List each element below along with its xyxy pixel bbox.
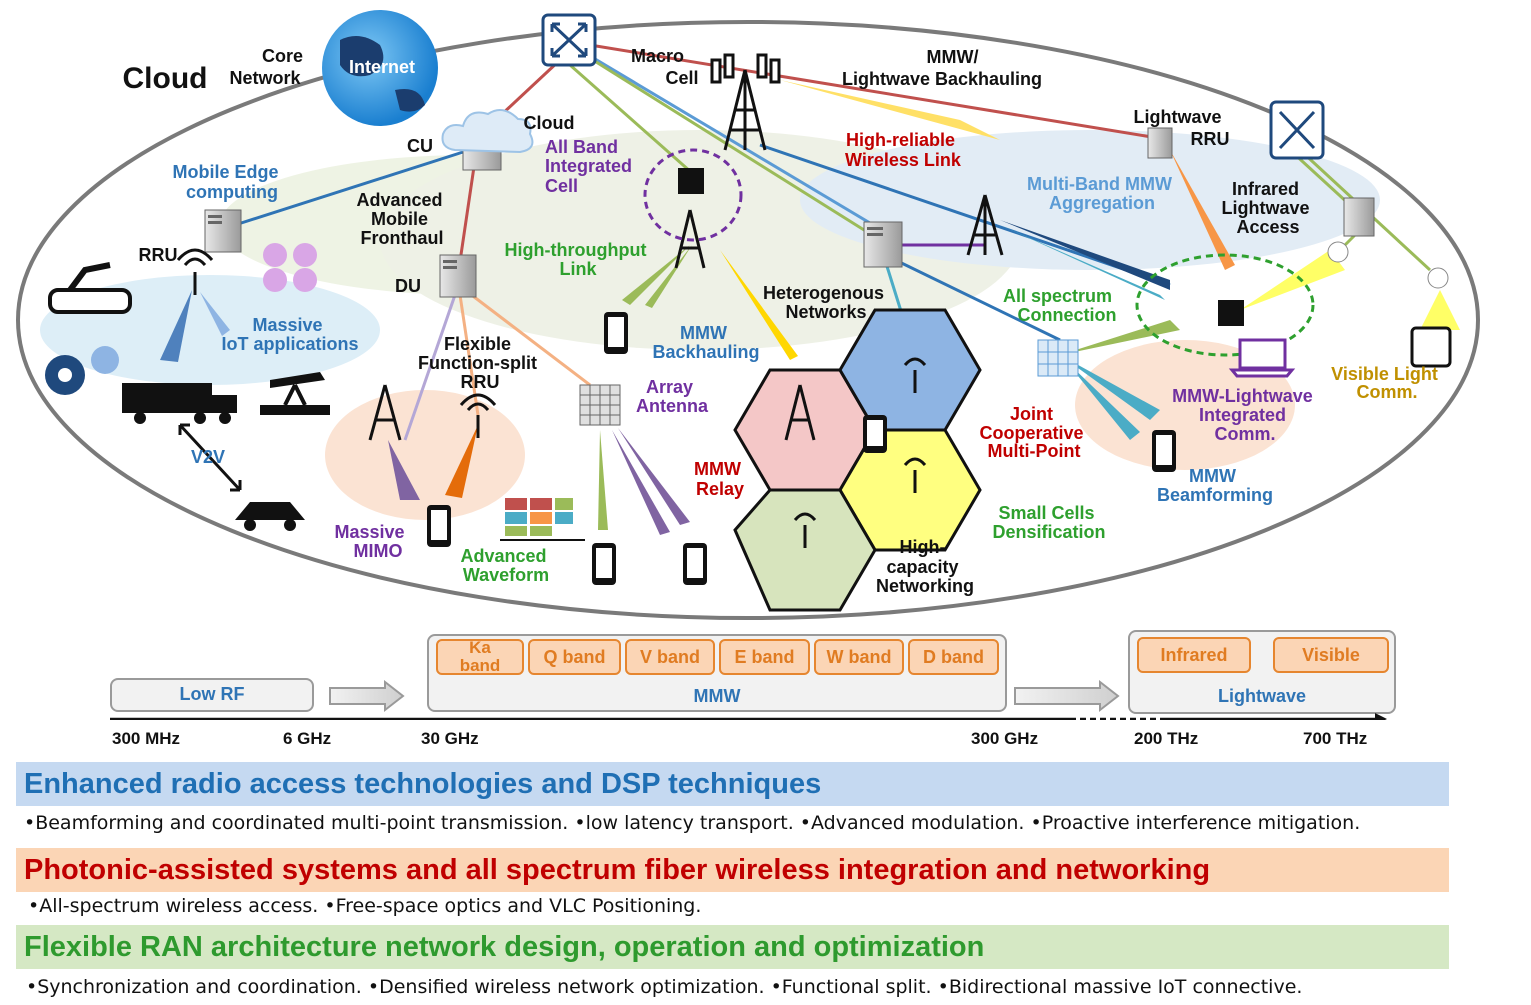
core-network-label: Core Network (229, 46, 308, 88)
robot-arm-icon (48, 262, 132, 314)
array-antenna-label: Array Antenna (636, 377, 709, 416)
freq-label: 300 MHz (112, 729, 181, 748)
lightwave-group-label: Lightwave (1217, 686, 1306, 706)
band-v: V band (625, 639, 715, 675)
arrow-mmw-to-light (1014, 680, 1120, 713)
v2v-arrow-icon (178, 423, 242, 492)
small-cloud-icon (441, 109, 534, 154)
internet-globe-icon (322, 10, 438, 126)
band-q: Q band (528, 639, 621, 675)
massive-iot-label: Massive IoT applications (221, 315, 358, 354)
iot-icons (263, 243, 317, 292)
array-antenna-icon (579, 384, 621, 426)
freq-label: 30 GHz (421, 729, 479, 748)
beams (160, 80, 1460, 535)
mmw-backhauling-label: MMW Backhauling (652, 323, 759, 362)
server-icon (204, 209, 242, 253)
region-mmw (800, 130, 1380, 270)
tower-icon (674, 209, 706, 269)
spectrum-axis (110, 680, 1387, 720)
du-label: DU (395, 276, 421, 296)
tower-icon (710, 53, 781, 151)
multi-band-mmw-label: Multi-Band MMW Aggregation (1027, 174, 1177, 213)
oil-pump-icon (260, 372, 330, 415)
server-icon (863, 221, 903, 268)
cu-label: CU (407, 136, 433, 156)
tower-icon (368, 384, 402, 441)
server-icon (439, 254, 477, 298)
tower-icon (966, 194, 1004, 256)
tower-icon (784, 384, 816, 441)
flexible-split-label: Flexible Function-split RRU (418, 334, 542, 392)
mmw-relay-label: MMW Relay (694, 459, 746, 499)
waveform-icon (500, 498, 585, 541)
section-title-photonic: Photonic-assisted systems and all spectr… (16, 848, 1449, 892)
band-d: D band (908, 639, 999, 675)
internet-label: Internet (349, 57, 415, 77)
lightwave-rru-label: Lightwave RRU (1133, 107, 1229, 149)
band-w: W band (814, 639, 904, 675)
chip-icon (1135, 253, 1315, 357)
freq-label: 6 GHz (283, 729, 332, 748)
section-title-ran: Enhanced radio access technologies and D… (16, 762, 1449, 806)
region-frru (325, 390, 525, 520)
truck-icon (122, 383, 237, 424)
hex-cells (733, 308, 982, 612)
lamp-icon (1327, 241, 1449, 289)
cloud-title: Cloud (123, 62, 208, 95)
section-bullets-photonic: •All-spectrum wireless access. •Free-spa… (28, 895, 702, 917)
hex-green (733, 488, 877, 612)
high-capacity-label: High- capacity Networking (876, 537, 974, 596)
macro-cell-label: Macro Cell (631, 46, 699, 88)
low-rf-label: Low RF (179, 684, 245, 704)
mobile-edge-label: Mobile Edge computing (172, 162, 283, 202)
section-bullets-flexible: •Synchronization and coordination. •Dens… (26, 976, 1303, 998)
freq-label: 200 THz (1134, 729, 1199, 748)
mmw-group-label: MMW (693, 686, 741, 706)
mmw-beamforming-label: MMW Beamforming (1157, 466, 1273, 505)
high-throughput-label: High-throughput Link (505, 240, 652, 279)
all-band-cell-label: All Band Integrated Cell (545, 137, 637, 196)
band-visible: Visible (1273, 637, 1389, 673)
freq-label: 700 THz (1303, 729, 1368, 748)
freq-label: 300 GHz (971, 729, 1039, 748)
high-reliable-label: High-reliable Wireless Link (845, 130, 962, 170)
section-bullets-ran: •Beamforming and coordinated multi-point… (24, 812, 1361, 834)
band-ka: Ka band (436, 639, 524, 675)
rru-label: RRU (139, 245, 178, 265)
advanced-waveform-label: Advanced Waveform (460, 546, 551, 585)
section-title-flexible: Flexible RAN architecture network design… (16, 925, 1449, 969)
infrared-access-label: Infrared Lightwave Access (1221, 179, 1314, 237)
tablet-icon (1410, 326, 1452, 368)
router-icon (541, 13, 597, 67)
array-antenna-icon (1037, 339, 1079, 377)
cloud-small-label: Cloud (524, 113, 575, 133)
band-infrared: Infrared (1137, 637, 1251, 673)
low-rf-box (110, 678, 314, 712)
chip-icon (643, 148, 743, 242)
server-icon (1147, 127, 1173, 159)
advanced-fronthaul-label: Advanced Mobile Fronthaul (356, 190, 447, 248)
phone-icon (427, 312, 1176, 585)
antenna-icon (176, 248, 927, 548)
band-e: E band (719, 639, 810, 675)
heterogenous-label: Heterogenous Networks (763, 283, 889, 322)
laptop-icon (1228, 338, 1296, 378)
mmw-lightwave-backhauling-label: MMW/ Lightwave Backhauling (842, 47, 1042, 89)
all-spectrum-label: All spectrum Connection (1003, 286, 1117, 325)
mmw-lightwave-integrated-label: MMW-Lightwave Integrated Comm. (1172, 386, 1318, 444)
visible-light-label: Visible Light Comm. (1331, 364, 1443, 402)
small-cells-label: Small Cells Densification (992, 503, 1105, 542)
network-diagram: Cloud Core Network Internet Macro Cell M… (16, 10, 1480, 620)
car-icon (235, 502, 305, 531)
gear-icon (45, 346, 119, 395)
server-icon (1343, 197, 1375, 237)
massive-mimo-label: Massive MIMO (334, 522, 409, 561)
arrow-low-to-mmw (329, 680, 405, 713)
joint-cooperative-label: Joint Cooperative Multi-Point (979, 404, 1088, 461)
router-icon (1269, 100, 1325, 160)
v2v-label: V2V (191, 447, 225, 467)
